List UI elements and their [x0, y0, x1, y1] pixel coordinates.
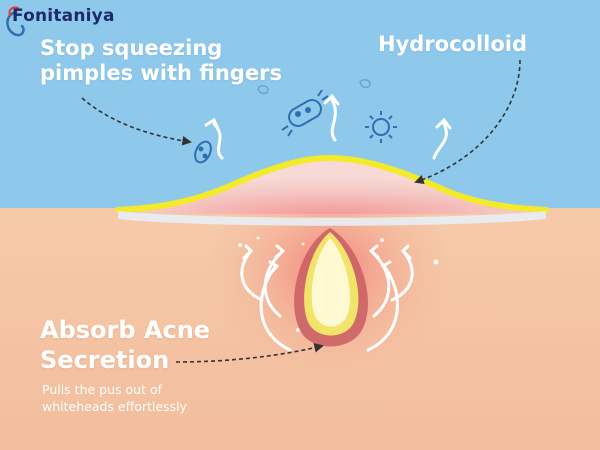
germ-icon	[194, 140, 212, 164]
brand-logo-icon	[6, 6, 25, 37]
small-germ-icon	[257, 79, 371, 95]
absorb-subtext: Pulls the pus out of whiteheads effortle…	[42, 381, 262, 415]
absorption-arrows	[240, 244, 414, 352]
hydrocolloid-text: Hydrocolloid	[378, 32, 528, 56]
sparkle-dots	[238, 236, 439, 332]
hydrocolloid-patch	[115, 154, 549, 226]
virus-icon	[365, 111, 397, 143]
absorb-acne-text: Absorb Acne Secretion	[40, 316, 211, 374]
absorb-acne-callout: Absorb Acne Secretion	[40, 315, 300, 375]
stop-squeezing-callout: Stop squeezing pimples with fingers	[40, 36, 340, 86]
absorb-subtext-text: Pulls the pus out of whiteheads effortle…	[42, 382, 187, 414]
pimple-icon	[294, 228, 368, 347]
brand-logo: Fonitaniya	[12, 6, 115, 26]
upward-arrow-icon	[204, 93, 452, 160]
callout-arrows	[81, 59, 521, 363]
stop-squeezing-text: Stop squeezing pimples with fingers	[40, 36, 282, 85]
brand-name: Fonitaniya	[12, 6, 115, 26]
bacteria-icon	[281, 89, 329, 137]
hydrocolloid-label: Hydrocolloid	[378, 32, 527, 57]
